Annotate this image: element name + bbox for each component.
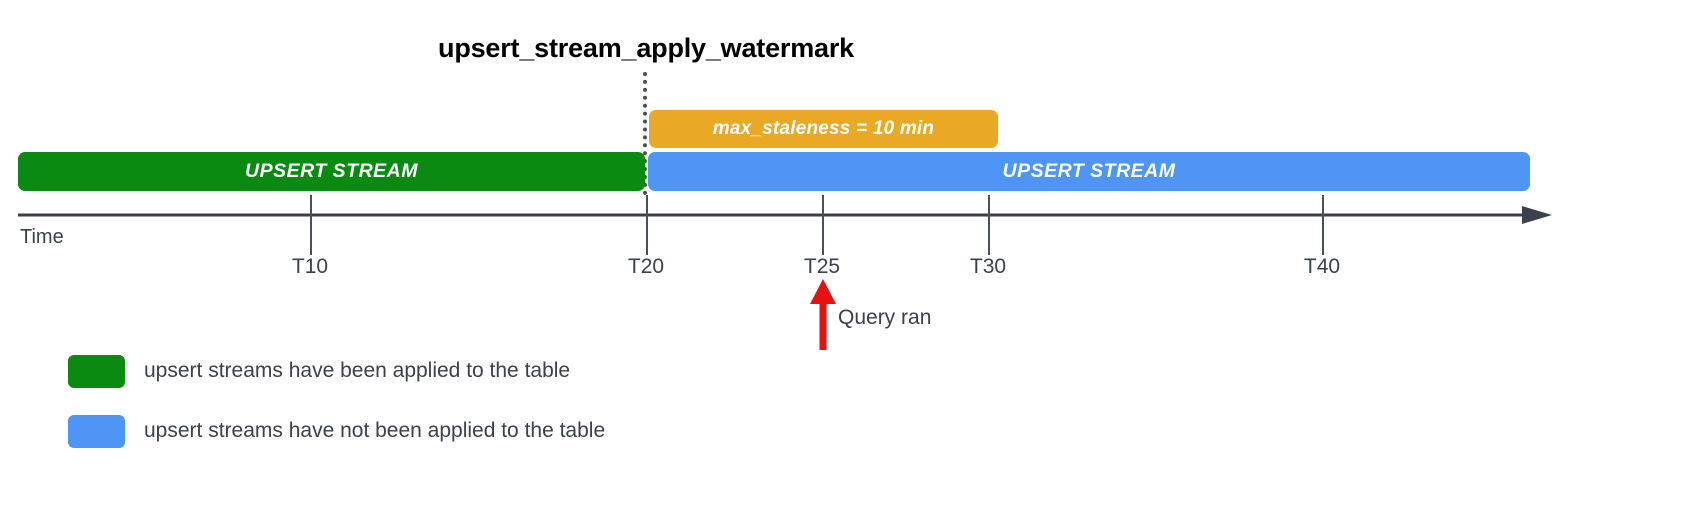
upsert-stream-not-applied-label: UPSERT STREAM — [1002, 160, 1176, 182]
tick-mark-t25 — [822, 195, 824, 255]
upsert-stream-not-applied-bar: UPSERT STREAM — [648, 152, 1530, 191]
page-title: upsert_stream_apply_watermark — [438, 33, 854, 63]
tick-label-t30: T30 — [969, 255, 1007, 278]
upsert-stream-applied-label: UPSERT STREAM — [245, 160, 418, 182]
legend-item-applied: upsert streams have been applied to the … — [68, 352, 605, 390]
legend-label-not-applied: upsert streams have not been applied to … — [144, 419, 606, 442]
tick-label-t40: T40 — [1303, 255, 1341, 278]
tick-label-t20: T20 — [627, 255, 665, 278]
query-ran-arrow-icon — [810, 279, 836, 350]
upsert-stream-applied-bar: UPSERT STREAM — [18, 152, 645, 191]
max-staleness-label: max_staleness = 10 min — [712, 118, 935, 139]
watermark-dotted-line — [643, 72, 647, 195]
tick-mark-t10 — [310, 195, 312, 255]
tick-mark-t40 — [1322, 195, 1324, 255]
legend-item-not-applied: upsert streams have not been applied to … — [68, 412, 605, 450]
legend-swatch-green — [68, 354, 125, 388]
max-staleness-bar: max_staleness = 10 min — [649, 110, 998, 148]
legend-label-applied: upsert streams have been applied to the … — [144, 359, 571, 382]
time-axis — [18, 206, 1552, 224]
time-axis-label: Time — [20, 226, 64, 248]
tick-mark-t20 — [646, 195, 648, 255]
tick-mark-t30 — [988, 195, 990, 255]
query-ran-label: Query ran — [838, 306, 932, 329]
legend-swatch-blue — [68, 414, 125, 448]
tick-label-t10: T10 — [291, 255, 329, 278]
tick-label-t25: T25 — [803, 255, 841, 278]
legend: upsert streams have been applied to the … — [68, 352, 605, 472]
